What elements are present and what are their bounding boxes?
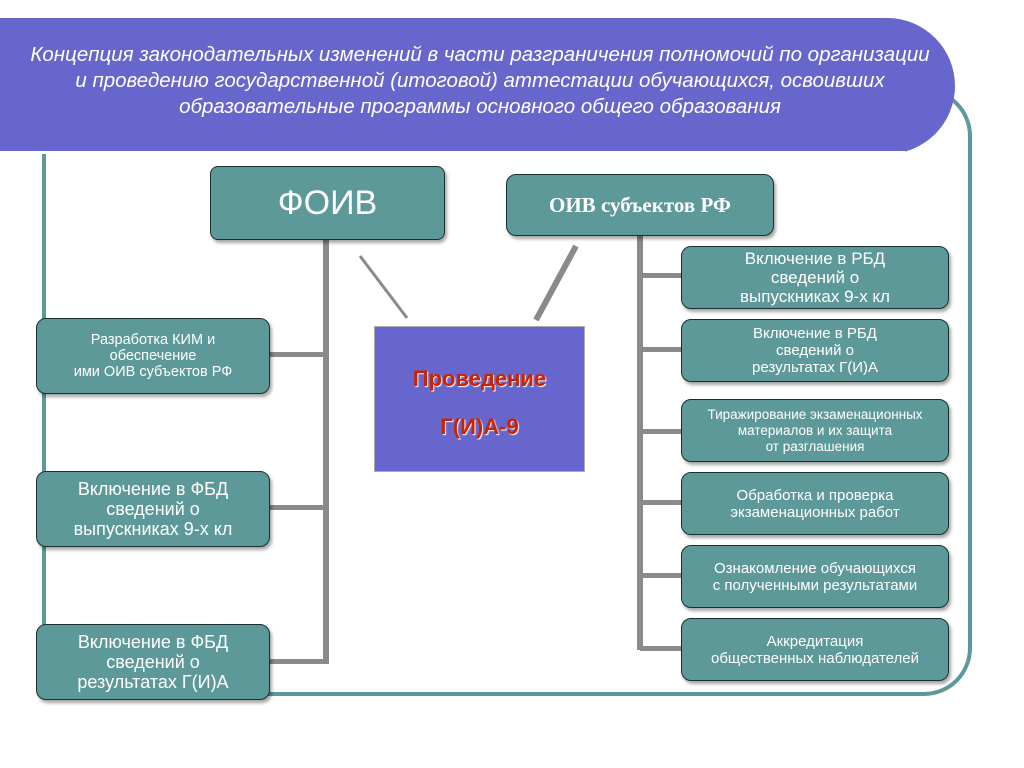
oiv-title: ОИВ субъектов РФ <box>549 192 731 217</box>
title-banner: Концепция законодательных изменений в ча… <box>0 18 955 154</box>
slide-title: Концепция законодательных изменений в ча… <box>30 43 930 118</box>
oiv-item-label: Включение в РБД сведений о выпускниках 9… <box>740 249 890 306</box>
oiv-item-rbd-graduates: Включение в РБД сведений о выпускниках 9… <box>681 246 949 309</box>
oiv-item-familiarization: Ознакомление обучающихся с полученными р… <box>681 545 949 608</box>
oiv-item-label: Ознакомление обучающихся с полученными р… <box>712 559 918 594</box>
foiv-item-label: Включение в ФБД сведений о выпускниках 9… <box>73 479 233 539</box>
foiv-box: ФОИВ <box>210 166 445 240</box>
oiv-item-accreditation: Аккредитация общественных наблюдателей <box>681 618 949 681</box>
foiv-item-kim: Разработка КИМ и обеспечение ими ОИВ суб… <box>36 318 270 394</box>
foiv-branch-line <box>268 505 326 510</box>
foiv-to-center-connector <box>358 255 409 319</box>
oiv-branch-line <box>640 429 682 434</box>
oiv-trunk-line <box>637 236 643 650</box>
oiv-branch-line <box>640 500 682 505</box>
foiv-item-fbd-graduates: Включение в ФБД сведений о выпускниках 9… <box>36 471 270 547</box>
oiv-item-label: Аккредитация общественных наблюдателей <box>711 632 919 667</box>
foiv-branch-line <box>268 659 326 664</box>
foiv-title: ФОИВ <box>277 183 378 222</box>
oiv-to-center-connector <box>533 244 579 322</box>
foiv-item-label: Включение в ФБД сведений о результатах Г… <box>77 632 229 692</box>
oiv-item-rbd-results: Включение в РБД сведений о результатах Г… <box>681 319 949 382</box>
foiv-trunk-line <box>323 238 329 664</box>
center-box: Проведение Г(И)А-9 <box>374 326 585 472</box>
oiv-branch-line <box>640 573 682 578</box>
foiv-branch-line <box>268 352 326 357</box>
oiv-item-materials: Тиражирование экзаменационных материалов… <box>681 399 949 462</box>
oiv-box: ОИВ субъектов РФ <box>506 174 774 236</box>
foiv-item-label: Разработка КИМ и обеспечение ими ОИВ суб… <box>73 332 233 380</box>
oiv-item-label: Тиражирование экзаменационных материалов… <box>707 406 923 454</box>
foiv-item-fbd-results: Включение в ФБД сведений о результатах Г… <box>36 624 270 700</box>
oiv-item-label: Включение в РБД сведений о результатах Г… <box>752 325 878 376</box>
oiv-item-label: Обработка и проверка экзаменационных раб… <box>730 486 900 521</box>
center-line-1: Проведение <box>412 366 547 391</box>
center-line-2: Г(И)А-9 <box>440 414 519 439</box>
oiv-item-processing: Обработка и проверка экзаменационных раб… <box>681 472 949 535</box>
oiv-branch-line <box>640 273 682 278</box>
oiv-branch-line <box>640 347 682 352</box>
title-underline <box>0 151 905 154</box>
oiv-branch-line <box>640 646 682 651</box>
